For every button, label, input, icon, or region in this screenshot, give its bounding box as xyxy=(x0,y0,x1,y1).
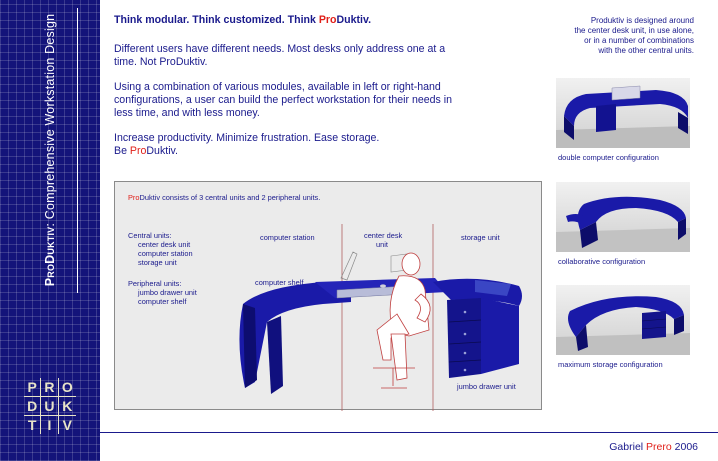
central-units-list: Central units: center desk unit computer… xyxy=(128,231,193,267)
caption-double-computer: double computer configuration xyxy=(558,153,659,162)
list-item: computer station xyxy=(138,249,193,258)
logo-letter: V xyxy=(62,417,72,433)
intro-paragraph-3-red: Pro xyxy=(129,145,147,157)
thumbnail-maximum-storage xyxy=(556,285,690,355)
label-center-desk-line: unit xyxy=(376,240,388,249)
headline-text: Think modular. Think customized. Think xyxy=(114,14,319,26)
logo-letter: I xyxy=(41,416,59,434)
side-description-line: or in a number of combinations xyxy=(584,36,694,45)
intro-paragraph-1: Different users have different needs. Mo… xyxy=(114,43,446,68)
logo-letter: K xyxy=(58,397,76,416)
sidebar-title-brand: ProDuktiv xyxy=(43,226,57,287)
central-units-heading: Central units: xyxy=(128,231,172,240)
side-description: Produktiv is designed around the center … xyxy=(519,16,694,56)
footer-year: 2006 xyxy=(671,441,698,453)
side-description-line: the center desk unit, in use alone, xyxy=(574,26,694,35)
thumbnail-double-computer xyxy=(556,78,690,148)
diagram-summary: ProDuktiv consists of 3 central units an… xyxy=(128,193,320,202)
unit-diagram-panel: ProDuktiv consists of 3 central units an… xyxy=(114,181,542,411)
label-computer-shelf: computer shelf xyxy=(255,278,304,287)
peripheral-units-heading: Peripheral units: xyxy=(128,279,182,288)
list-item: computer shelf xyxy=(138,297,187,306)
sidebar: ProDuktiv: Comprehensive Workstation Des… xyxy=(0,0,100,461)
produktiv-logo: P R O D U K T I V xyxy=(24,378,76,434)
diagram-summary-red: Pro xyxy=(128,193,140,202)
intro-paragraph-2: Using a combination of various modules, … xyxy=(114,81,453,119)
intro-paragraph-3-pre: Be xyxy=(114,145,130,157)
unit-diagram xyxy=(239,224,522,411)
intro-paragraph-3: Increase productivity. Minimize frustrat… xyxy=(114,132,454,158)
side-description-line: Produktiv is designed around xyxy=(590,16,694,25)
caption-collaborative: collaborative configuration xyxy=(558,257,646,266)
list-item: jumbo drawer unit xyxy=(138,288,197,297)
footer-name-first: Gabriel xyxy=(609,441,647,453)
label-center-desk-unit: center desk unit xyxy=(364,231,402,249)
label-storage-unit: storage unit xyxy=(461,233,500,242)
sidebar-divider xyxy=(77,8,78,293)
logo-letter: D xyxy=(24,397,42,416)
headline: Think modular. Think customized. Think P… xyxy=(114,14,454,27)
logo-letter: O xyxy=(58,378,76,397)
thumbnail-collaborative xyxy=(556,182,690,252)
sidebar-title-rest: : Comprehensive Workstation Design xyxy=(43,13,57,227)
intro-paragraph-3-rest: Duktiv. xyxy=(146,145,178,157)
label-jumbo-drawer-unit: jumbo drawer unit xyxy=(457,382,516,391)
intro-text: Think modular. Think customized. Think P… xyxy=(114,14,454,170)
caption-maximum-storage: maximum storage configuration xyxy=(558,360,663,369)
side-description-line: with the other central units. xyxy=(598,46,694,55)
label-center-desk-line: center desk xyxy=(364,231,403,240)
footer-divider xyxy=(100,432,718,433)
label-computer-station: computer station xyxy=(260,233,315,242)
headline-brand-rest: Duktiv. xyxy=(336,14,372,26)
list-item: center desk unit xyxy=(138,240,191,249)
footer-name-red: Prero xyxy=(646,441,672,453)
sidebar-title: ProDuktiv: Comprehensive Workstation Des… xyxy=(43,14,57,287)
list-item: storage unit xyxy=(138,258,177,267)
logo-letter: U xyxy=(41,397,59,416)
intro-paragraph-3-a: Increase productivity. Minimize frustrat… xyxy=(114,132,380,144)
logo-letter: T xyxy=(24,416,42,434)
logo-letter: R xyxy=(41,378,59,397)
headline-brand-red: Pro xyxy=(318,14,337,26)
diagram-summary-rest: Duktiv consists of 3 central units and 2… xyxy=(139,193,321,202)
logo-letter: P xyxy=(24,378,42,397)
footer-credit: Gabriel Prero 2006 xyxy=(609,441,698,453)
peripheral-units-list: Peripheral units: jumbo drawer unit comp… xyxy=(128,279,197,306)
